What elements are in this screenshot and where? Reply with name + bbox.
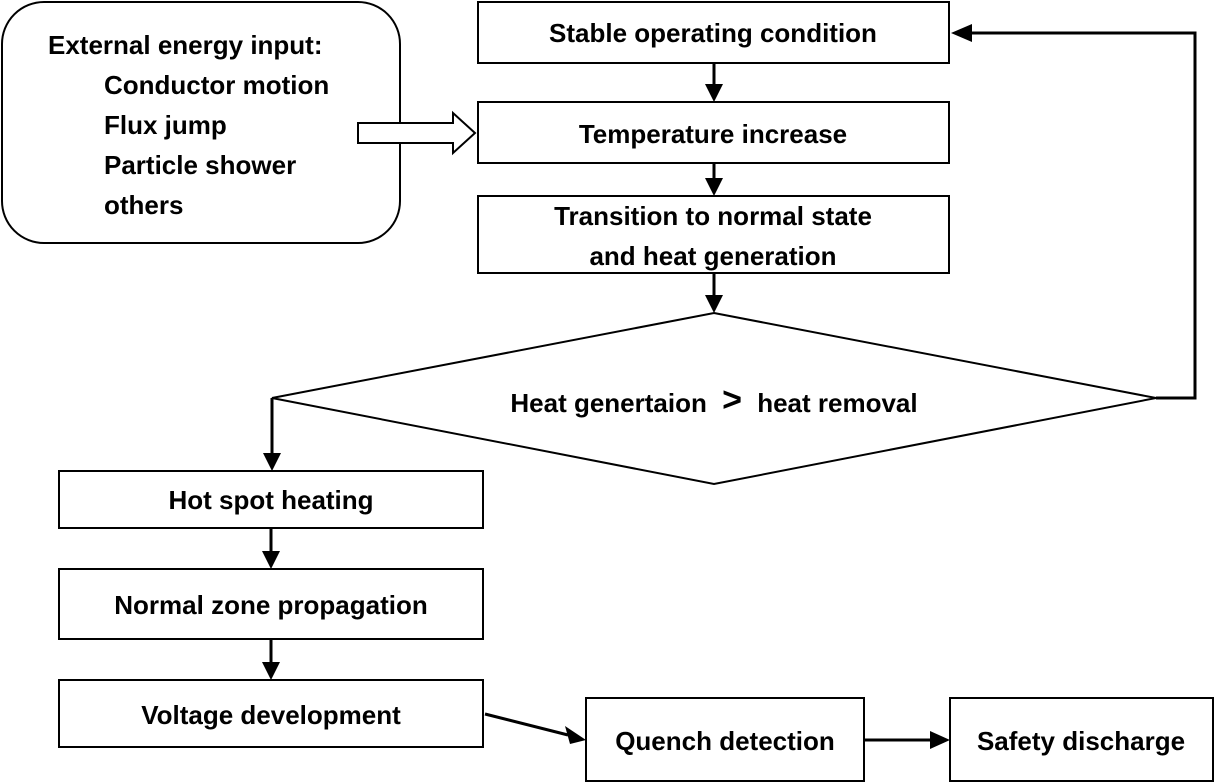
hotspot-label: Hot spot heating [168,485,373,515]
decision-right-text: heat removal [757,388,917,418]
connector-propagation-to-voltage [262,639,280,680]
decision-heat-generation-vs-removal: Heat genertaion > heat removal [271,311,1157,486]
detection-label: Quench detection [615,726,835,756]
connector-hotspot-to-propagation [262,528,280,569]
input-item-conductor-motion: Conductor motion [104,70,329,100]
temperature-label: Temperature increase [579,119,847,149]
input-box-title: External energy input: [48,30,323,60]
connector-stable-to-temperature [705,63,723,102]
connector-decision-yes-to-hotspot [263,398,281,471]
voltage-label: Voltage development [141,700,401,730]
node-voltage-development: Voltage development [58,679,484,748]
input-arrow [357,110,477,156]
node-hot-spot-heating: Hot spot heating [58,470,484,529]
node-stable-operating-condition: Stable operating condition [477,1,950,64]
input-item-flux-jump: Flux jump [104,110,227,140]
connector-decision-no-to-stable [951,24,1197,400]
transition-label-line1: Transition to normal state [554,201,872,231]
node-safety-discharge: Safety discharge [949,697,1214,782]
node-quench-detection: Quench detection [585,697,865,782]
connector-voltage-to-detection [484,712,586,744]
stable-label: Stable operating condition [549,18,877,48]
input-item-particle-shower: Particle shower [104,150,296,180]
connector-temperature-to-transition [705,163,723,196]
node-temperature-increase: Temperature increase [477,101,950,164]
connector-detection-to-discharge [864,731,950,749]
external-energy-input-box: External energy input: Conductor motion … [1,1,401,244]
node-transition-normal-state: Transition to normal state and heat gene… [477,195,950,274]
decision-gt-symbol: > [722,381,742,419]
connector-transition-to-decision [705,273,723,313]
propagation-label: Normal zone propagation [114,590,427,620]
transition-label-line2: and heat generation [589,241,836,271]
decision-left-text: Heat genertaion [510,388,707,418]
node-normal-zone-propagation: Normal zone propagation [58,568,484,640]
discharge-label: Safety discharge [977,726,1185,756]
input-item-others: others [104,190,183,220]
decision-label: Heat genertaion > heat removal [510,381,917,419]
